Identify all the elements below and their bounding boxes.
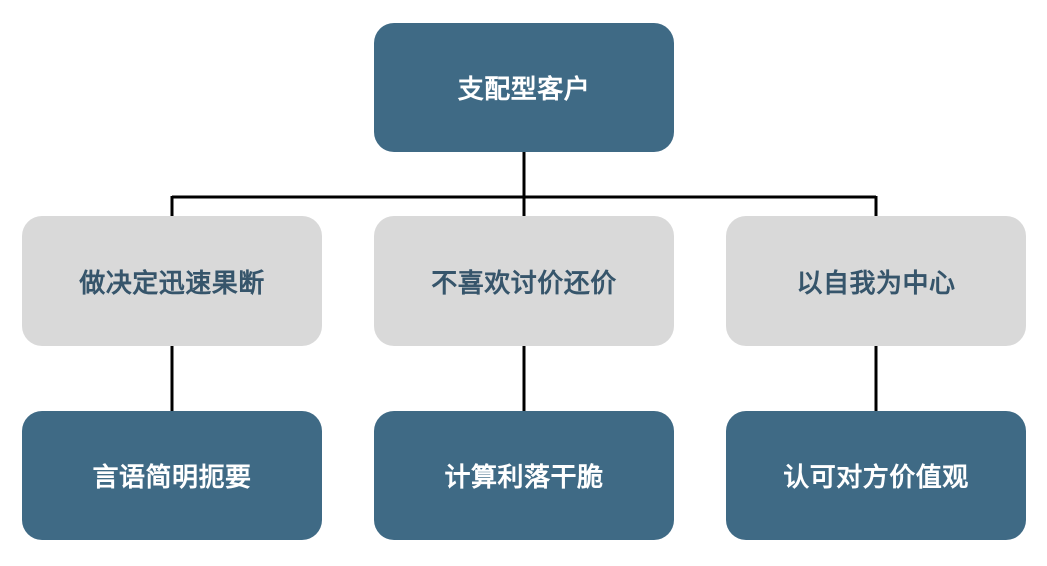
- child-node-3: 认可对方价值观: [726, 411, 1026, 540]
- child-label: 计算利落干脆: [444, 463, 604, 493]
- root-node: 支配型客户: [374, 23, 674, 152]
- child-label: 言语简明扼要: [92, 463, 252, 493]
- child-node-2: 计算利落干脆: [374, 411, 674, 540]
- trait-label: 以自我为中心: [796, 268, 956, 299]
- trait-node-3: 以自我为中心: [726, 216, 1026, 346]
- child-node-1: 言语简明扼要: [22, 411, 322, 540]
- child-label: 认可对方价值观: [783, 463, 969, 493]
- root-label: 支配型客户: [457, 75, 591, 105]
- trait-label: 做决定迅速果断: [79, 268, 265, 299]
- trait-node-1: 做决定迅速果断: [22, 216, 322, 346]
- trait-node-2: 不喜欢讨价还价: [374, 216, 674, 346]
- trait-label: 不喜欢讨价还价: [431, 268, 617, 299]
